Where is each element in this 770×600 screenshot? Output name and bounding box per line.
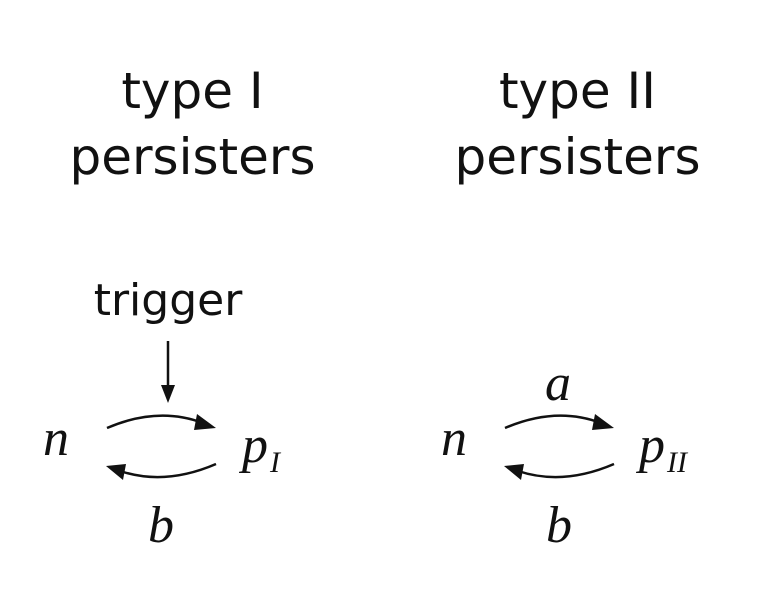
forward-arrow-two — [504, 414, 602, 430]
type-two-arrows — [504, 414, 615, 480]
type-one-arrows — [106, 341, 217, 480]
type-two-title-line2: persisters — [454, 128, 701, 186]
node-p-one-subscript: I — [270, 446, 280, 479]
back-arrow-two — [517, 462, 615, 479]
type-one-title-line1: type I — [121, 62, 264, 120]
node-p-two: pII — [639, 417, 687, 480]
type-one-panel: type I persisters trigger n pI b — [0, 58, 385, 554]
type-one-title-line2: persisters — [69, 128, 316, 186]
back-arrow — [119, 462, 217, 479]
forward-arrow-head — [194, 414, 216, 430]
rate-b-left: b — [148, 497, 174, 554]
node-p-two-subscript: II — [667, 446, 687, 479]
node-p-two-letter: p — [639, 417, 665, 474]
forward-arrow — [106, 414, 204, 430]
trigger-label: trigger — [93, 275, 243, 326]
node-n-left: n — [43, 410, 69, 467]
rate-b-right: b — [546, 497, 572, 554]
type-two-title: type II persisters — [385, 58, 770, 190]
forward-arrow-two-head — [592, 414, 614, 430]
type-one-title: type I persisters — [0, 58, 385, 190]
type-two-title-line1: type II — [498, 62, 657, 120]
back-arrow-two-head — [504, 464, 524, 480]
node-p-one: pI — [242, 417, 280, 480]
back-arrow-head — [106, 464, 126, 480]
node-p-one-letter: p — [242, 417, 268, 474]
type-two-panel: type II persisters a n pII b — [385, 0, 770, 600]
rate-a-right: a — [545, 355, 571, 412]
node-n-right: n — [441, 410, 467, 467]
trigger-arrow-head — [161, 385, 175, 403]
